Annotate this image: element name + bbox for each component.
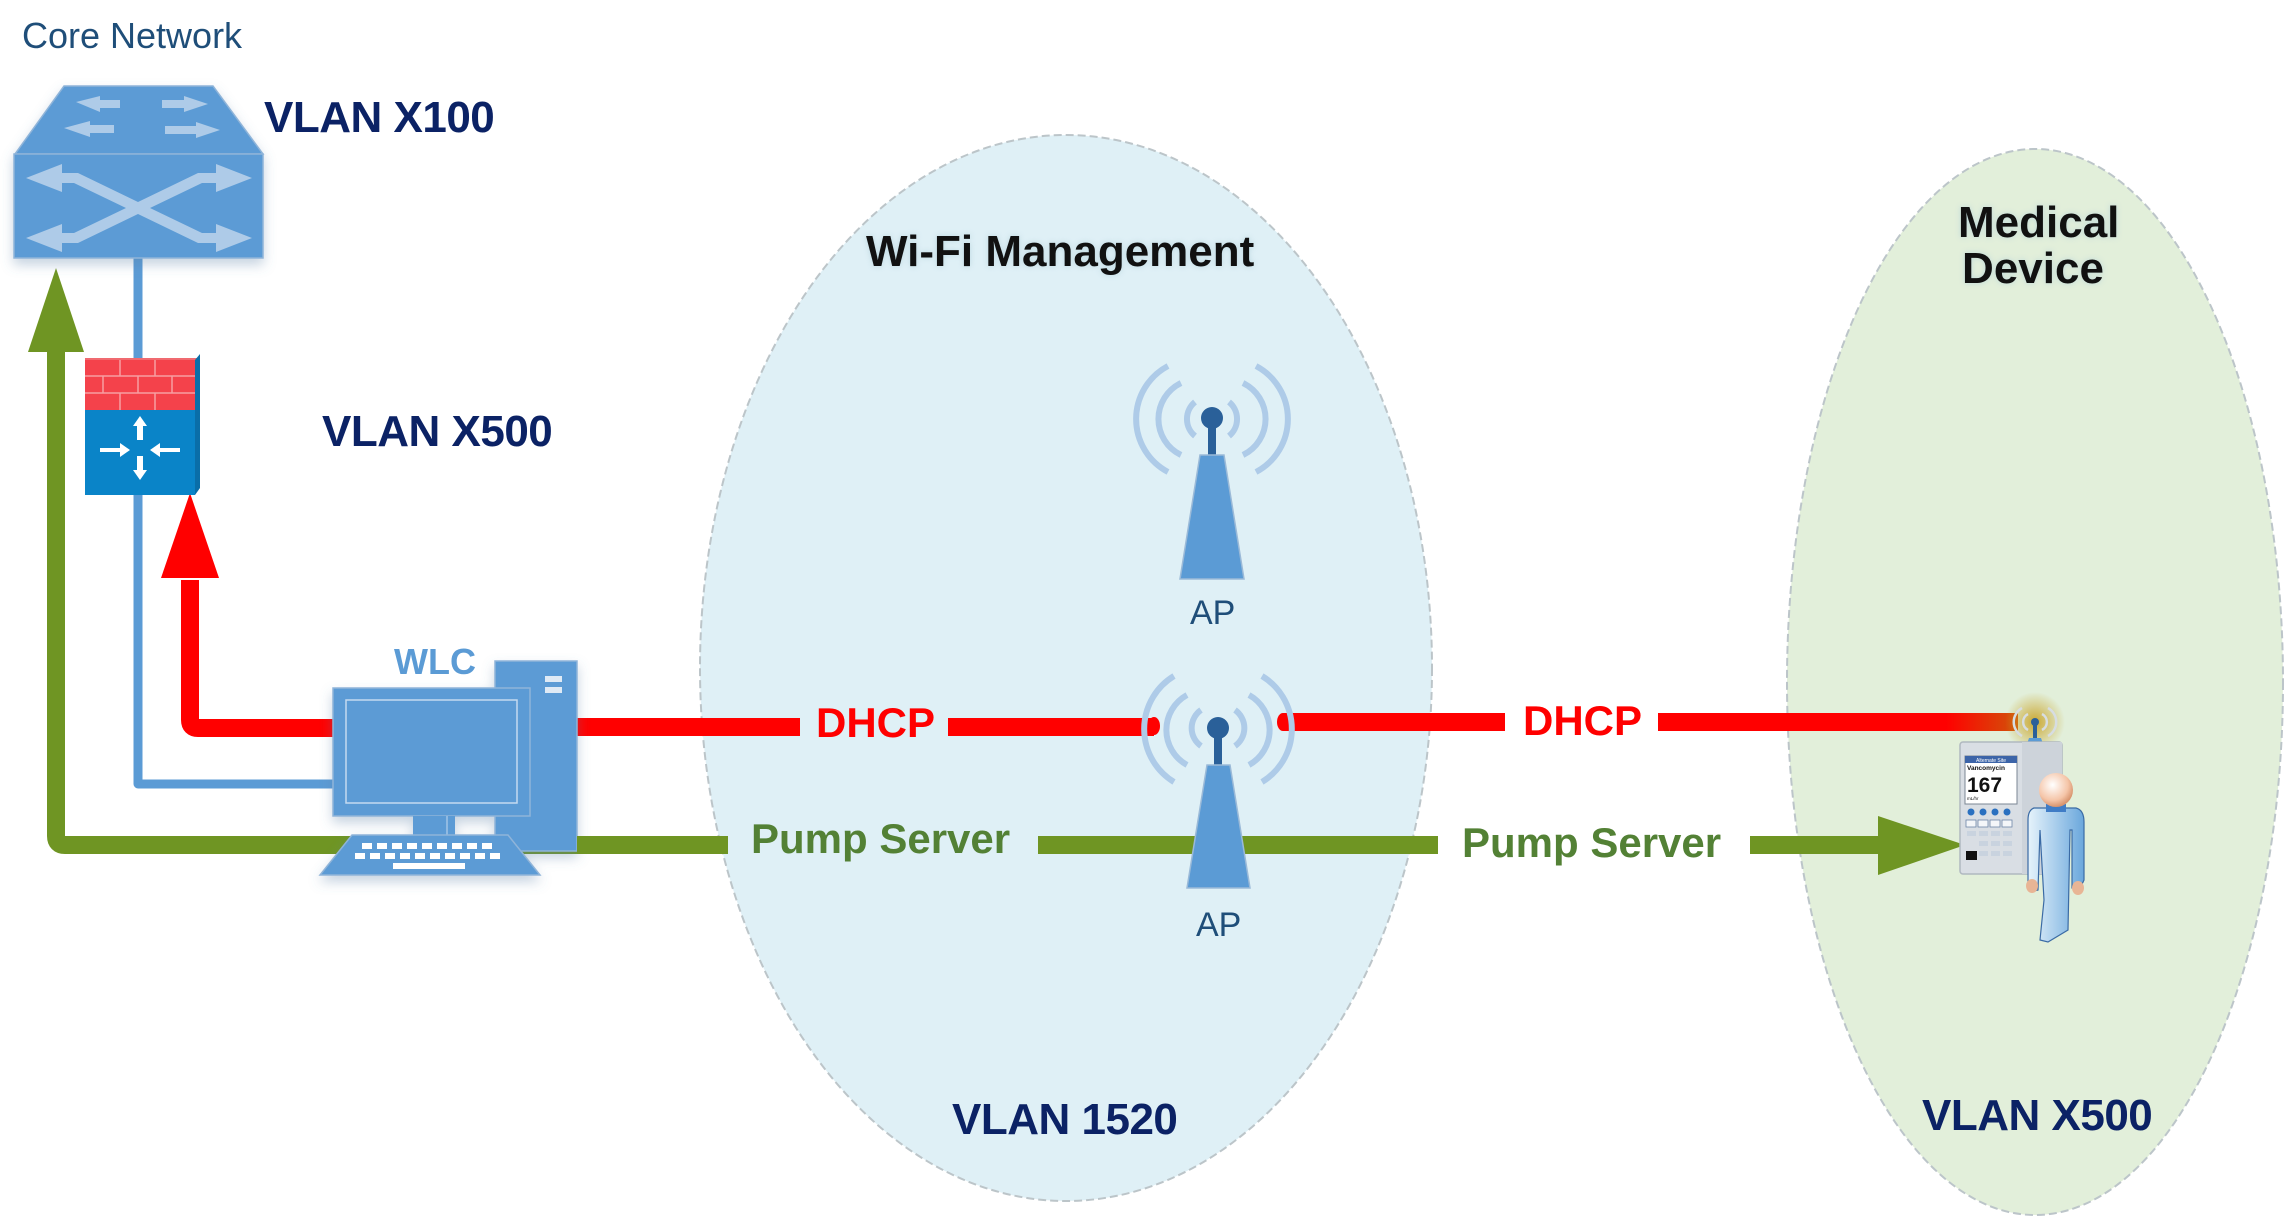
pump-rate-unit: mL/hr (1967, 796, 1979, 801)
vlan-x100-label: VLAN X100 (264, 93, 495, 142)
access-point-lower-icon (1141, 673, 1295, 889)
firewall-router-icon (85, 354, 200, 495)
core-switch-icon (13, 85, 265, 259)
dhcp-label-right: DHCP (1523, 697, 1643, 744)
medical-device-title: Medical Device (1958, 198, 2120, 293)
arrow-up-to-firewall-icon (161, 493, 219, 578)
access-point-upper-icon (1133, 363, 1291, 580)
clinician-figure-icon (2026, 773, 2085, 943)
pump-flow-segment (1750, 836, 1880, 854)
firewall-vlan-label: VLAN X500 (322, 407, 553, 456)
medical-device-title-line2: Device (1962, 244, 2104, 293)
wlc-label: WLC (394, 641, 476, 682)
wlc-computer-icon (318, 660, 578, 876)
medical-vlan-label: VLAN X500 (1922, 1091, 2153, 1140)
zone-wifi-management (699, 134, 1433, 1202)
medical-device-title-line1: Medical (1958, 198, 2120, 247)
pump-flow-segment (577, 836, 728, 854)
core-network-title: Core Network (22, 15, 243, 56)
arrow-right-to-pump-icon (1878, 816, 1965, 875)
dhcp-flow-segment (948, 718, 1154, 736)
pump-rate: 167 (1967, 774, 2002, 797)
dhcp-flow-segment (1658, 713, 2018, 731)
management-link (133, 258, 340, 789)
dhcp-flow-segment (570, 718, 800, 736)
pump-server-label-left: Pump Server (751, 815, 1011, 862)
wifi-vlan-label: VLAN 1520 (952, 1095, 1178, 1144)
dhcp-label-left: DHCP (816, 699, 936, 746)
pump-drug-name: Vancomycin (1967, 765, 2005, 772)
pump-screen-header: Alternate Site (1976, 758, 2006, 764)
ap-upper-label: AP (1190, 594, 1236, 632)
arrow-up-to-core-icon (28, 268, 84, 352)
pump-server-label-right: Pump Server (1462, 819, 1722, 866)
wifi-management-title: Wi-Fi Management (866, 227, 1255, 276)
dhcp-flow (161, 493, 2018, 737)
ap-lower-label: AP (1196, 906, 1242, 944)
dhcp-flow-joint (1148, 717, 1160, 735)
zone-medical-device (1786, 148, 2284, 1216)
dhcp-flow-segment (1283, 713, 1505, 731)
